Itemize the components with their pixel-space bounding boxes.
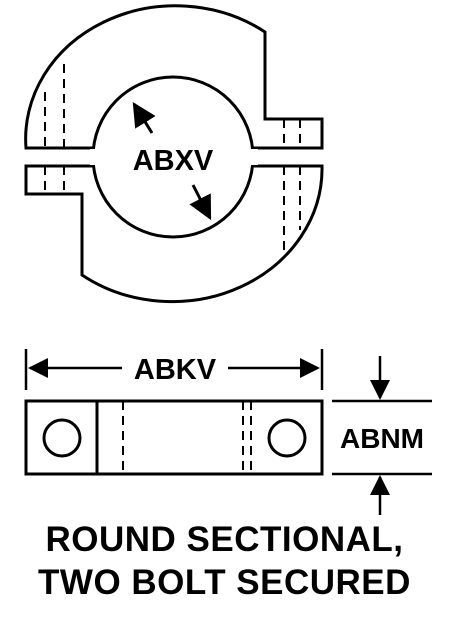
right-bolt-hole [267, 418, 307, 458]
upper-half-outline [24, 4, 324, 150]
bore-dimension [132, 101, 212, 221]
length-dimension [24, 349, 324, 390]
left-bolt-hole [42, 418, 82, 458]
lower-half-outline [24, 164, 324, 304]
caption-line-1: ROUND SECTIONAL, [45, 520, 404, 559]
side-body [24, 399, 324, 476]
caption-line-2: TWO BOLT SECURED [38, 563, 411, 602]
hidden-bolt-lines-top [44, 64, 301, 252]
overall-length-label: ABKV [134, 354, 217, 386]
thickness-dimension [332, 356, 432, 515]
bore-diameter-label: ABXV [133, 145, 214, 177]
thickness-label: ABNM [340, 423, 424, 454]
hidden-lines-side [122, 401, 252, 474]
clamp-side-view [24, 399, 324, 476]
